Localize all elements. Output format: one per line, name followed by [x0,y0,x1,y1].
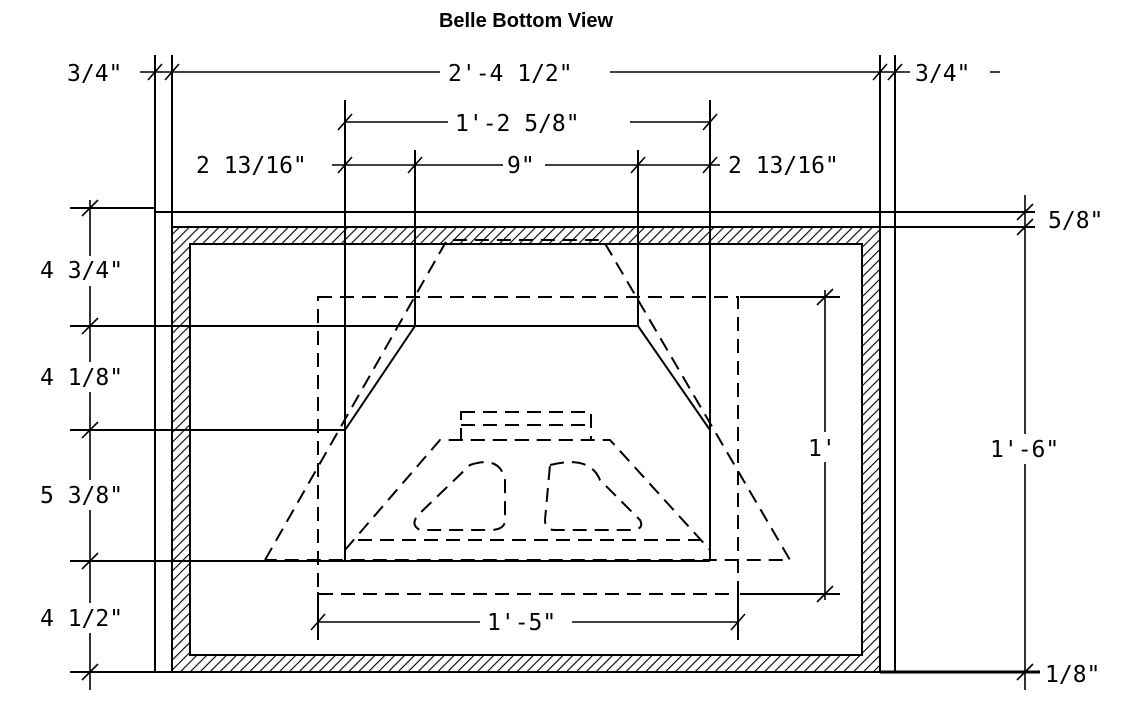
horn-flare [264,239,792,561]
hatched-wall [171,226,881,673]
construction-lines [70,55,1040,674]
dim-depth-a: 4 3/4" [40,258,123,284]
dim-depth-d: 4 1/2" [40,606,123,632]
basket-window-left [413,461,506,531]
dim-top-left-panel: 3/4" [67,61,122,87]
dimension-labels: 3/4" 2'-4 1/2" 3/4" 1'-2 5/8" 2 13/16" 9… [35,60,1103,688]
dim-throat-width: 9" [507,153,535,179]
dim-horn-mouth-width: 1'-2 5/8" [455,111,580,137]
driver-magnet [460,411,592,441]
drawing-title: Belle Bottom View [439,10,614,32]
driver-frame [317,296,739,595]
cabinet-outline [154,211,1035,673]
dim-depth-c: 5 3/8" [40,483,123,509]
dim-bottom-gap: 1/8" [1045,662,1100,688]
dim-depth-b: 4 1/8" [40,365,123,391]
dim-overall-height: 1'-6" [990,437,1059,463]
basket-window-right [543,461,643,531]
dim-right-offset: 2 13/16" [728,153,839,179]
dim-left-offset: 2 13/16" [196,153,307,179]
dim-overall-width: 2'-4 1/2" [448,61,573,87]
dim-driver-width: 1'-5" [487,610,556,636]
dim-driver-height: 1' [808,436,836,462]
horn-hidden-lines [264,239,792,595]
driver-basket [344,439,711,551]
dim-top-right-panel: 3/4" [915,61,970,87]
dim-top-panel-thickness: 5/8" [1048,208,1103,234]
